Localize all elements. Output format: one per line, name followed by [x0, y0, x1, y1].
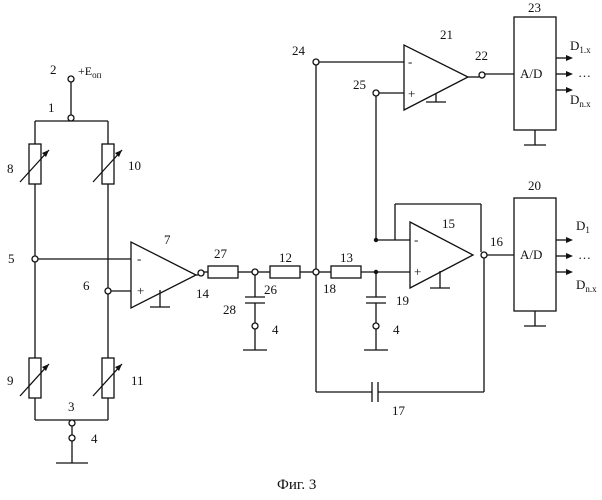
node-6 [105, 288, 111, 294]
node-16 [481, 252, 487, 258]
ref-1: 1 [48, 100, 55, 115]
node-3 [69, 420, 75, 426]
adc20-label: A/D [520, 247, 542, 262]
ref-8: 8 [7, 161, 14, 176]
adc20-ellipsis: … [578, 247, 591, 262]
opamp-7 [38, 242, 196, 308]
node-22 [479, 72, 485, 78]
ref-9: 9 [7, 373, 14, 388]
ref-15: 15 [442, 216, 455, 231]
opamp15-minus: - [414, 232, 418, 247]
opamp7-plus: + [137, 283, 144, 298]
ref-26: 26 [264, 282, 278, 297]
node-14 [198, 270, 204, 276]
junction-25-line [374, 238, 378, 242]
node-5 [32, 256, 38, 262]
node-24 [313, 59, 319, 65]
ref-24: 24 [292, 43, 306, 58]
variable-resistor-8 [20, 144, 49, 184]
ref-23: 23 [528, 0, 541, 15]
adc-20 [514, 198, 573, 326]
ref-17: 17 [392, 403, 406, 418]
variable-resistor-10 [93, 144, 122, 184]
ref-4-c28: 4 [272, 322, 279, 337]
node-25 [373, 90, 379, 96]
ref-28: 28 [223, 302, 236, 317]
ref-14: 14 [196, 286, 210, 301]
ref-16: 16 [490, 234, 504, 249]
ref-18: 18 [323, 281, 336, 296]
ref-12: 12 [279, 250, 292, 265]
variable-resistor-9 [20, 358, 49, 398]
resistor-27 [208, 266, 238, 278]
ref-6: 6 [83, 278, 90, 293]
opamp7-minus: - [137, 251, 141, 266]
ref-4-bridge: 4 [91, 431, 98, 446]
ref-20: 20 [528, 178, 541, 193]
ground-terminal-4-c19 [373, 323, 379, 329]
ref-11: 11 [131, 373, 144, 388]
ref-19: 19 [396, 293, 409, 308]
adc23-label: A/D [520, 66, 542, 81]
ref-3: 3 [68, 399, 75, 414]
ref-5: 5 [8, 251, 15, 266]
terminal-2 [68, 76, 74, 82]
supply-label: +Eоп [78, 64, 102, 80]
junction-19 [374, 270, 378, 274]
output-top-first: D1.x [570, 38, 591, 55]
ground-terminal-4-bridge [69, 435, 75, 441]
resistor-13 [331, 266, 361, 278]
adc-23 [514, 17, 573, 145]
opamp-15 [376, 93, 514, 288]
opamp15-plus: + [414, 264, 421, 279]
opamp21-minus: - [408, 54, 412, 69]
ref-13: 13 [340, 250, 353, 265]
output-bot-last: Dn.x [576, 277, 597, 294]
variable-resistor-11 [93, 358, 122, 398]
ref-10: 10 [128, 158, 141, 173]
output-bot-first: D1 [576, 218, 590, 235]
ref-4-c19: 4 [393, 322, 400, 337]
ref-27: 27 [214, 246, 228, 261]
ref-2: 2 [50, 62, 57, 77]
figure-caption: Фиг. 3 [277, 477, 316, 493]
ref-22: 22 [475, 48, 488, 63]
node-26 [252, 269, 258, 275]
output-top-last: Dn.x [570, 92, 591, 109]
node-1 [68, 115, 74, 121]
opamp21-plus: + [408, 86, 415, 101]
ref-21: 21 [440, 27, 453, 42]
ground-terminal-4-c28 [252, 323, 258, 329]
node-18 [313, 269, 319, 275]
ref-7: 7 [164, 232, 171, 247]
signal-chain [196, 62, 484, 402]
resistor-12 [270, 266, 300, 278]
ref-25: 25 [353, 77, 366, 92]
adc23-ellipsis: … [578, 65, 591, 80]
